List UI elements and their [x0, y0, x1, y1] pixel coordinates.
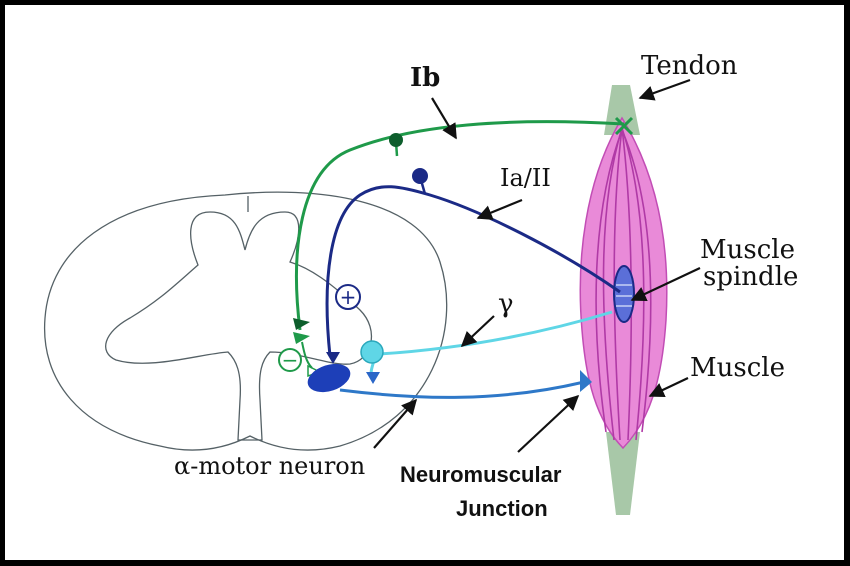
arrow-ia: [476, 198, 523, 220]
ia-soma: [412, 168, 428, 184]
arrow-nmj: [517, 394, 580, 453]
excitatory-sign: +: [335, 284, 361, 310]
label-junction: Junction: [456, 496, 548, 521]
muscle-fibers: [595, 127, 652, 441]
neuromuscular-terminal: [580, 370, 592, 392]
arrow-muscle: [648, 377, 689, 398]
grey-matter-outline: [105, 211, 373, 441]
label-tendon: Tendon: [641, 51, 738, 81]
label-neuromuscular: Neuromuscular: [400, 462, 562, 487]
arrow-alpha: [373, 398, 418, 449]
arrow-spindle: [630, 267, 701, 302]
alpha-axon: [339, 380, 585, 399]
inhibitory-interneuron: [301, 341, 313, 369]
arrow-gamma: [460, 315, 495, 348]
arrow-tendon: [638, 78, 691, 101]
minus-symbol: −: [282, 348, 299, 372]
label-muscle: Muscle: [690, 353, 785, 383]
muscle-group: [579, 85, 668, 515]
label-alpha-motor-neuron: α-motor neuron: [174, 452, 365, 480]
label-muscle-spindle-line1: Muscle: [700, 235, 795, 265]
plus-symbol: +: [340, 285, 357, 309]
spinal-cord-section: [43, 191, 448, 451]
spinal-cord-outline: [43, 191, 448, 451]
muscle-spindle: [613, 265, 635, 323]
gamma-efferent: [369, 310, 613, 377]
ib-soma: [389, 133, 403, 147]
golgi-tendon-organ: [614, 116, 634, 136]
gamma-terminal: [366, 372, 380, 384]
label-arrows: [373, 78, 701, 453]
label-ib: Ib: [410, 63, 440, 93]
arrow-ib: [431, 97, 457, 140]
figure-panel: [5, 5, 844, 560]
label-muscle-spindle-line2: spindle: [703, 262, 798, 292]
inhibitory-sign: −: [278, 348, 302, 372]
alpha-motor-neuron-soma: [307, 363, 351, 393]
label-gamma: γ: [498, 289, 514, 319]
ib-interneuron-terminal: [293, 332, 310, 344]
tendon-bottom: [606, 432, 640, 515]
ia-terminal: [326, 352, 340, 364]
ib-terminal: [293, 318, 310, 330]
gamma-motor-neuron: [360, 340, 384, 364]
label-ia-ii: Ia/II: [500, 164, 551, 192]
